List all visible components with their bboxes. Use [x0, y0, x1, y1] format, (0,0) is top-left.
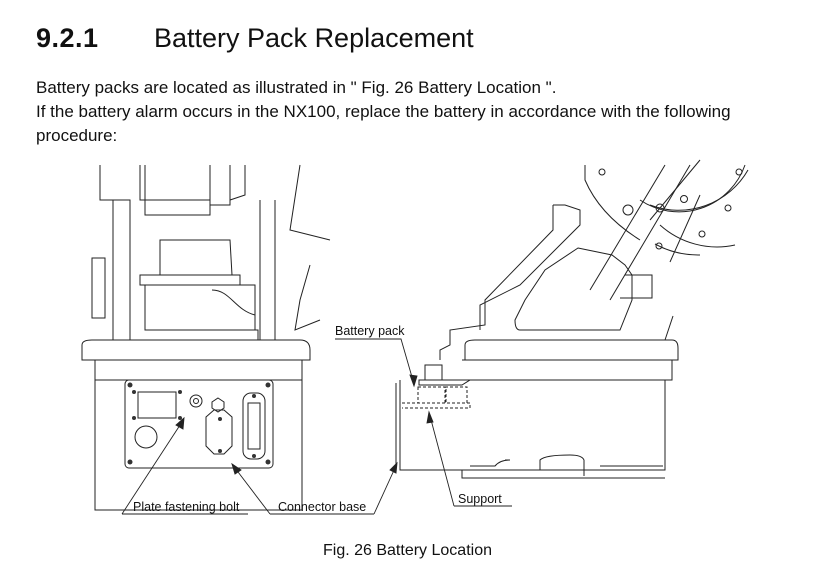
- support-label: Support: [458, 492, 502, 506]
- plate-fastening-bolt-label: Plate fastening bolt: [133, 500, 240, 514]
- intro-paragraph: Battery packs are located as illustrated…: [36, 78, 557, 97]
- figure-caption: Fig. 26 Battery Location: [323, 542, 492, 559]
- side-view-drawing: [395, 159, 749, 479]
- section-heading: 9.2.1 Battery Pack Replacement: [36, 20, 474, 56]
- bolt-heads: [127, 382, 271, 465]
- section-number: 9.2.1: [36, 22, 99, 53]
- section-title: Battery Pack Replacement: [154, 22, 474, 53]
- battery-pack-hidden-outline: [402, 386, 471, 409]
- front-view-drawing: [81, 164, 331, 511]
- battery-pack-label: Battery pack: [335, 324, 405, 338]
- leader-lines: [121, 338, 512, 515]
- battery-location-figure: Battery pack Plate fastening bolt Connec…: [81, 159, 749, 515]
- connector-base-label: Connector base: [278, 500, 366, 514]
- procedure-paragraph: If the battery alarm occurs in the NX100…: [36, 102, 731, 145]
